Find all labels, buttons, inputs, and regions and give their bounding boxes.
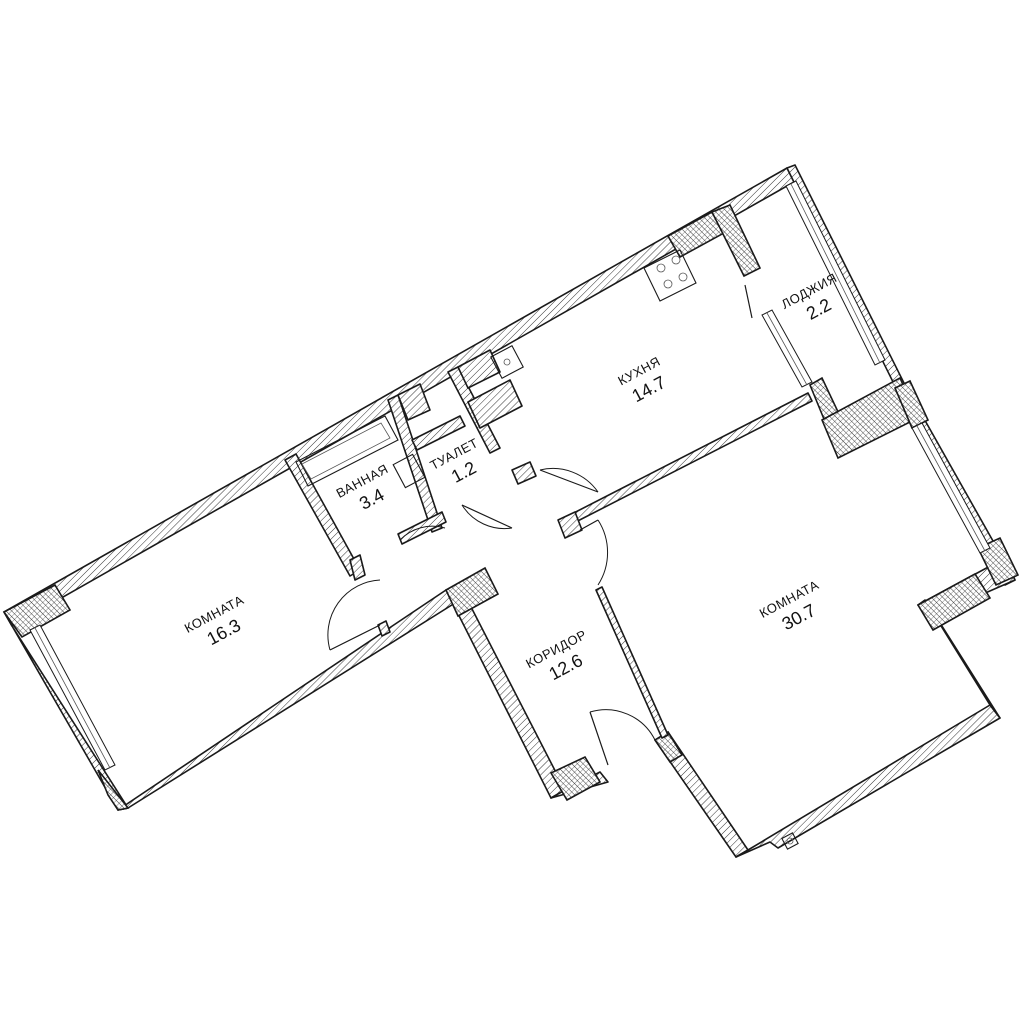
- wall-corridor-room: [595, 586, 669, 739]
- wall-shaft-2: [457, 349, 501, 389]
- wall-bath-bottom: [397, 511, 447, 545]
- wall-bath-left: [284, 453, 361, 577]
- doors: [327, 284, 753, 766]
- door-loggia: [744, 284, 753, 319]
- wall-kitchen-room: [559, 392, 813, 529]
- column-right-step: [916, 572, 992, 632]
- riser-icon: [781, 832, 799, 850]
- column-left-top: [2, 583, 72, 639]
- wall-bath-toilet: [387, 394, 443, 533]
- column-room-right-corner: [653, 730, 684, 764]
- door-toilet: [461, 504, 513, 530]
- kitchen-sink-icon: [490, 345, 524, 379]
- wall-bottom-left-room: [117, 589, 456, 811]
- wall-shaft-1: [397, 383, 431, 421]
- fixtures: [295, 249, 799, 850]
- column-loggia: [710, 203, 762, 278]
- wall-kitchen-room-stub: [557, 511, 583, 539]
- wall-room-right-bottom: [735, 704, 1001, 858]
- column-corridor: [444, 566, 500, 618]
- wall-toilet-bottom: [411, 415, 466, 451]
- door-left-room: [327, 579, 381, 651]
- door-entrance: [589, 709, 656, 741]
- wall-left-door-stub: [377, 620, 391, 637]
- inner-walls: [284, 349, 813, 739]
- column-right-mid: [893, 379, 930, 430]
- column-corridor-bottom: [549, 755, 602, 802]
- wall-left-end: [3, 611, 129, 811]
- column-left-bottom: [97, 769, 130, 811]
- windows: [29, 180, 991, 771]
- door-kitchen: [539, 467, 599, 493]
- door-room-right: [597, 519, 608, 586]
- wall-bath-stub: [349, 554, 366, 581]
- wall-shaft-3: [467, 379, 523, 429]
- bathtub-icon: [295, 415, 399, 487]
- stove-icon: [643, 249, 697, 302]
- column-right-bottom: [976, 536, 1020, 587]
- wall-corridor-left: [445, 589, 566, 799]
- sink-icon: [392, 453, 426, 489]
- columns: [2, 203, 1020, 811]
- outer-walls: [3, 164, 1016, 858]
- wall-kitchen-corridor: [511, 461, 537, 485]
- door-bath: [399, 525, 446, 541]
